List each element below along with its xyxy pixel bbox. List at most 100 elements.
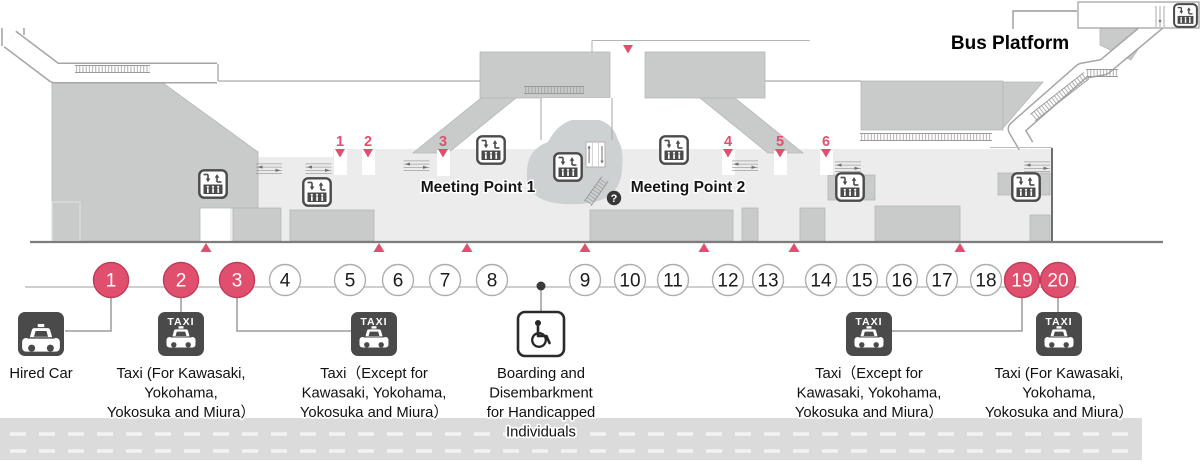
platform-exit-marker-6: 6 bbox=[821, 134, 831, 158]
stop-circle-20: 20 bbox=[1039, 261, 1077, 299]
entrance-slots bbox=[334, 149, 833, 176]
taxi-sign-text: TAXI bbox=[1045, 316, 1072, 328]
structural-lines bbox=[30, 39, 1163, 244]
legend-connector-line bbox=[236, 297, 351, 332]
stop-circle-11: 11 bbox=[656, 263, 690, 297]
escalator-icon bbox=[198, 169, 228, 199]
stop-number: 20 bbox=[1047, 271, 1068, 292]
arrow-down-icon bbox=[363, 149, 373, 158]
stop-circle-14: 14 bbox=[804, 263, 838, 297]
escalator-icon bbox=[835, 172, 865, 202]
stop-circle-16: 16 bbox=[885, 263, 919, 297]
stop-circle-18: 18 bbox=[969, 263, 1003, 297]
stop-circle-9: 9 bbox=[568, 263, 602, 297]
bus-platform-leader-line bbox=[1012, 10, 1077, 29]
meeting-point-1-label: Meeting Point 1 bbox=[421, 179, 536, 196]
stop-circle-3: 3 bbox=[218, 261, 256, 299]
arrow-up-icon bbox=[698, 243, 710, 252]
platform-exit-number: 6 bbox=[822, 134, 830, 150]
stop-number: 9 bbox=[580, 271, 591, 292]
platform-exit-marker-5: 5 bbox=[775, 134, 785, 158]
escalator-icon bbox=[1011, 172, 1041, 202]
arrow-down-icon bbox=[821, 149, 831, 158]
stop-number: 7 bbox=[440, 271, 451, 292]
legend-caption: Hired Car bbox=[9, 366, 72, 382]
meeting-point-2-label: Meeting Point 2 bbox=[631, 179, 746, 196]
escalator-icon bbox=[302, 177, 332, 207]
stop-number: 6 bbox=[393, 271, 404, 292]
stop-number: 16 bbox=[891, 271, 912, 292]
wheelchair-card bbox=[516, 310, 566, 358]
stop-circle-5: 5 bbox=[333, 263, 367, 297]
platform-exit-number: 3 bbox=[439, 134, 447, 150]
legend-caption: Taxi (For Kawasaki,Yokohama,Yokosuka and… bbox=[107, 366, 255, 421]
stop-number: 1 bbox=[106, 271, 117, 292]
stop-circle-12: 12 bbox=[711, 263, 745, 297]
platform-exit-marker-1: 1 bbox=[335, 134, 345, 158]
stop-circle-7: 7 bbox=[428, 263, 462, 297]
stop-number: 14 bbox=[810, 271, 832, 292]
escalator-icon bbox=[659, 135, 689, 165]
taxi-card: TAXI bbox=[158, 312, 204, 356]
bus-platform-label: Bus Platform bbox=[951, 33, 1069, 54]
roadway bbox=[0, 418, 1142, 460]
arrow-down-icon bbox=[775, 149, 785, 158]
legend-row: Hired Car TAXI Taxi (For Kawasaki,Yokohama… bbox=[8, 310, 1135, 442]
info-question-mark: ? bbox=[611, 193, 618, 205]
stop-circle-6: 6 bbox=[381, 263, 415, 297]
left-skybridge bbox=[1, 28, 219, 84]
bus-corridor-stairs bbox=[1155, 6, 1165, 27]
stop-number: 10 bbox=[619, 271, 640, 292]
stop-number: 4 bbox=[280, 271, 291, 292]
arrow-up-icon bbox=[461, 243, 473, 252]
stop-circle-17: 17 bbox=[925, 263, 959, 297]
building-masses bbox=[51, 26, 1154, 242]
arrow-up-icon bbox=[788, 243, 800, 252]
stop-circle-4: 4 bbox=[268, 263, 302, 297]
stop-number: 3 bbox=[232, 271, 243, 292]
stop-number: 8 bbox=[487, 271, 498, 292]
platform-exit-marker-4: 4 bbox=[723, 134, 733, 158]
platform-exit-number: 5 bbox=[776, 134, 784, 150]
central-stairs-icon bbox=[585, 141, 606, 168]
left-building bbox=[51, 82, 259, 242]
stop-circle-8: 8 bbox=[475, 263, 509, 297]
escalator-icon bbox=[476, 135, 506, 165]
platform-exit-number: 4 bbox=[724, 134, 732, 150]
arrow-up-icon bbox=[579, 243, 591, 252]
stop-number: 18 bbox=[975, 271, 996, 292]
right-stair-arm bbox=[698, 97, 805, 154]
taxi-card: TAXI bbox=[351, 312, 397, 356]
platform-exit-marker-3: 3 bbox=[438, 134, 448, 158]
stop-circle-1: 1 bbox=[92, 261, 130, 299]
right-building bbox=[860, 80, 1004, 131]
escalator-icon bbox=[1173, 3, 1198, 28]
stop-number: 5 bbox=[345, 271, 356, 292]
stop-number: 2 bbox=[176, 271, 187, 292]
platform-exit-marker-2: 2 bbox=[363, 134, 373, 158]
stop-circle-13: 13 bbox=[751, 263, 785, 297]
arrow-down-icon bbox=[438, 149, 448, 158]
right-wedge bbox=[1002, 81, 1044, 130]
handicapped-stop-dot bbox=[536, 281, 546, 291]
platform-exit-number: 1 bbox=[336, 134, 344, 150]
platform-exit-number: 2 bbox=[364, 134, 372, 150]
arrow-down-icon bbox=[723, 149, 733, 158]
escalator-icon bbox=[553, 152, 583, 182]
hired-car-card bbox=[18, 312, 64, 356]
legend-connector-line bbox=[65, 297, 112, 332]
taxi-sign-text: TAXI bbox=[855, 316, 882, 328]
legend-connector-line bbox=[892, 297, 1023, 332]
stop-number: 12 bbox=[717, 271, 738, 292]
stop-number: 15 bbox=[851, 271, 872, 292]
taxi-card: TAXI bbox=[846, 312, 892, 356]
central-corridor bbox=[541, 98, 612, 120]
information-icon: ? bbox=[606, 190, 622, 206]
stop-circle-15: 15 bbox=[845, 263, 879, 297]
arrow-down-icon bbox=[623, 45, 633, 54]
